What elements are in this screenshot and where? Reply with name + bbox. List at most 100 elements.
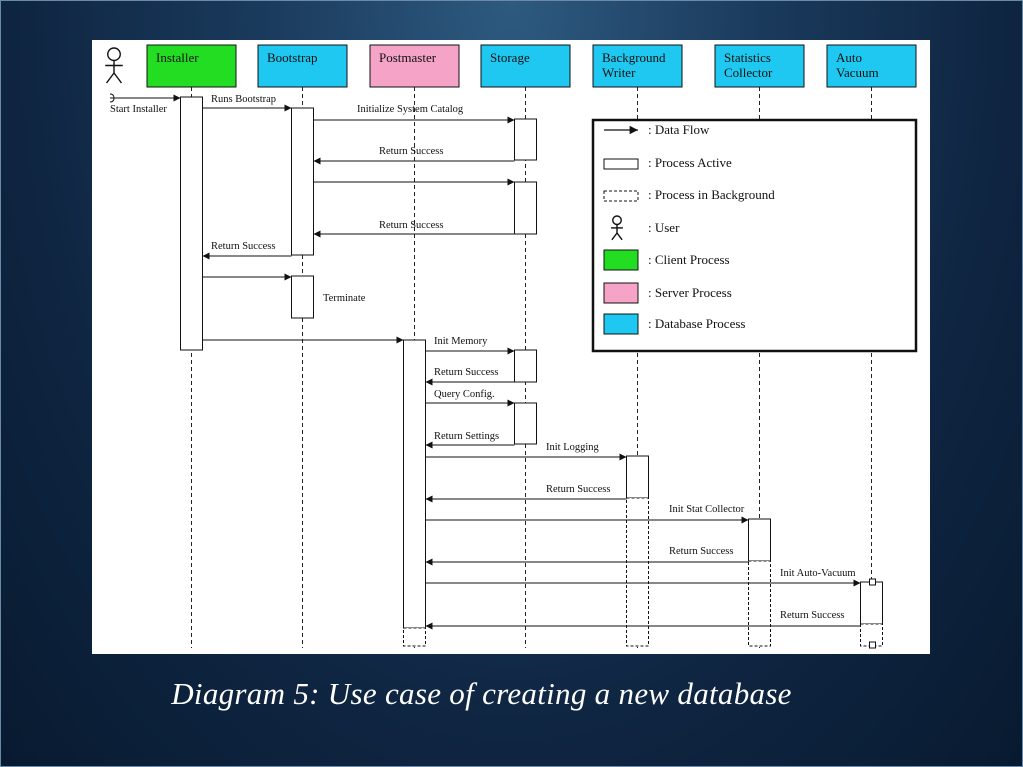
legend: : Data Flow : Process Active : Process in … bbox=[591, 118, 918, 353]
message-label: Return Success bbox=[546, 484, 610, 495]
message-init-logging: Init Logging bbox=[425, 442, 627, 461]
message-label: Init Auto-Vacuum bbox=[780, 568, 856, 579]
activation-postmaster bbox=[403, 339, 426, 629]
message-runs-bootstrap: Runs Bootstrap bbox=[202, 94, 292, 112]
message-label: Query Config. bbox=[434, 389, 495, 400]
activation-auto-vacuum bbox=[860, 581, 883, 625]
activation-background-writer-background bbox=[626, 497, 649, 647]
process-active-box-icon bbox=[603, 158, 639, 170]
message-init-memory: Init Memory bbox=[425, 336, 515, 355]
participant-postmaster: Postmaster bbox=[369, 44, 460, 88]
participant-storage: Storage bbox=[480, 44, 571, 88]
participant-box bbox=[480, 44, 571, 88]
auto-vacuum-end-marker bbox=[869, 641, 876, 649]
participant-box bbox=[592, 44, 683, 88]
participant-label: Statistics bbox=[724, 50, 771, 65]
message-label: Return Success bbox=[780, 610, 844, 621]
legend-label: : Client Process bbox=[648, 252, 730, 267]
message-label: Return Settings bbox=[434, 431, 499, 442]
legend-frame bbox=[591, 118, 918, 353]
message-label: Init Memory bbox=[434, 336, 488, 347]
participant-box bbox=[369, 44, 460, 88]
activation-installer bbox=[180, 96, 203, 351]
activation-bootstrap-terminate bbox=[291, 275, 314, 319]
client-process-swatch-icon bbox=[603, 249, 639, 271]
participant-box bbox=[826, 44, 917, 88]
activation-storage-4 bbox=[514, 402, 537, 445]
slide-caption: Diagram 5: Use case of creating a new da… bbox=[171, 676, 792, 711]
participant-box bbox=[257, 44, 348, 88]
activation-statistics-collector-background bbox=[748, 560, 771, 647]
activation-storage-2 bbox=[514, 181, 537, 235]
participant-label: Storage bbox=[490, 50, 530, 65]
activation-statistics-collector bbox=[748, 518, 771, 562]
message-label: Return Success bbox=[434, 367, 498, 378]
message-label: Init Stat Collector bbox=[669, 504, 745, 515]
message-label: Initialize System Catalog bbox=[357, 104, 464, 115]
message-start-installer: Start Installer bbox=[110, 94, 181, 115]
message-init-auto-vacuum: Init Auto-Vacuum bbox=[425, 568, 861, 587]
legend-item: : Database Process bbox=[603, 313, 745, 335]
legend-user-icon bbox=[611, 215, 623, 241]
participant-bootstrap: Bootstrap bbox=[257, 44, 348, 88]
diagram-panel: Installer Bootstrap Postmaster Storage Backg… bbox=[92, 40, 930, 654]
participant-box bbox=[146, 44, 237, 88]
legend-item: : Process Active bbox=[603, 155, 732, 170]
activation-storage-3 bbox=[514, 349, 537, 383]
message-label: Init Logging bbox=[546, 442, 600, 453]
legend-item: : Client Process bbox=[603, 249, 730, 271]
message-return-success-6: Return Success bbox=[425, 546, 749, 566]
message-label: Start Installer bbox=[110, 104, 167, 115]
participant-label: Collector bbox=[724, 65, 773, 80]
legend-label: : User bbox=[648, 220, 680, 235]
message-init-stat-collector: Init Stat Collector bbox=[425, 504, 749, 524]
auto-vacuum-start-marker bbox=[869, 578, 876, 586]
activation-background-writer bbox=[626, 455, 649, 499]
legend-item: : Data Flow bbox=[604, 122, 710, 137]
legend-label: : Data Flow bbox=[648, 122, 710, 137]
activation-storage-1 bbox=[514, 118, 537, 161]
participant-label: Postmaster bbox=[379, 50, 437, 65]
legend-label: : Process Active bbox=[648, 155, 732, 170]
legend-label: : Server Process bbox=[648, 285, 732, 300]
legend-item: : Process in Background bbox=[603, 187, 775, 202]
message-label: Return Success bbox=[379, 146, 443, 157]
message-label: Return Success bbox=[211, 241, 275, 252]
message-label: Return Success bbox=[669, 546, 733, 557]
message-query-config: Query Config. bbox=[425, 389, 515, 407]
legend-item: : User bbox=[611, 215, 680, 241]
message-return-settings: Return Settings bbox=[425, 431, 515, 449]
participant-installer: Installer bbox=[146, 44, 237, 88]
terminate-note: Terminate bbox=[323, 293, 366, 304]
participant-label: Auto bbox=[836, 50, 862, 65]
activation-bootstrap bbox=[291, 107, 314, 256]
participant-label: Bootstrap bbox=[267, 50, 318, 65]
user-icon bbox=[105, 47, 123, 84]
message-return-success-4: Return Success bbox=[425, 367, 515, 386]
sequence-diagram: Installer Bootstrap Postmaster Storage Backg… bbox=[105, 44, 918, 649]
activation-postmaster-background bbox=[403, 627, 426, 647]
start-hook bbox=[109, 93, 115, 103]
participant-label: Background bbox=[602, 50, 666, 65]
message-return-success-3: Return Success bbox=[202, 241, 292, 260]
message-return-success-7: Return Success bbox=[425, 610, 861, 630]
database-process-swatch-icon bbox=[603, 313, 639, 335]
process-background-box-icon bbox=[603, 190, 639, 202]
participant-label: Vacuum bbox=[836, 65, 879, 80]
message-return-success-1: Return Success bbox=[313, 146, 515, 165]
message-label: Return Success bbox=[379, 220, 443, 231]
participant-label: Writer bbox=[602, 65, 636, 80]
message-initialize-system-catalog: Initialize System Catalog bbox=[313, 104, 515, 124]
participant-label: Installer bbox=[156, 50, 199, 65]
message-label: Runs Bootstrap bbox=[211, 94, 276, 105]
legend-label: : Database Process bbox=[648, 316, 745, 331]
server-process-swatch-icon bbox=[603, 282, 639, 304]
legend-item: : Server Process bbox=[603, 282, 732, 304]
message-return-success-5: Return Success bbox=[425, 484, 627, 503]
legend-label: : Process in Background bbox=[648, 187, 775, 202]
message-return-success-2: Return Success bbox=[313, 220, 515, 238]
participant-box bbox=[714, 44, 805, 88]
